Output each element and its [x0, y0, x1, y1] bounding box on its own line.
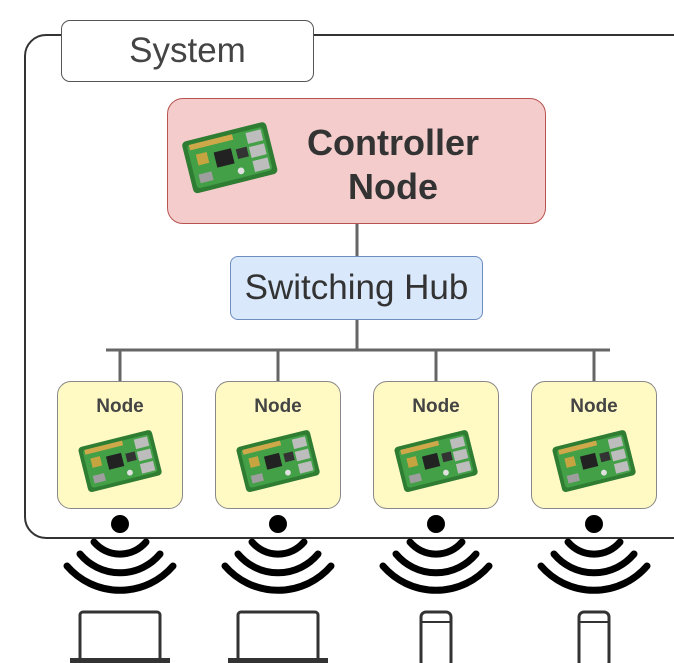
- worker-node-1: Node: [57, 381, 183, 509]
- system-label: System: [61, 20, 314, 82]
- laptop-icon: [70, 610, 170, 663]
- controller-title-line1: Controller: [306, 122, 479, 163]
- worker-node-2: Node: [215, 381, 341, 509]
- node-label: Node: [412, 396, 460, 417]
- worker-node-4: Node: [531, 381, 657, 509]
- node-label: Node: [570, 396, 618, 417]
- switching-hub: Switching Hub: [230, 256, 483, 320]
- node-label: Node: [254, 396, 302, 417]
- phone-icon: [577, 610, 611, 663]
- wifi-icon: [383, 515, 489, 590]
- phone-icon: [419, 610, 453, 663]
- system-boundary: [24, 34, 674, 539]
- laptop-icon: [228, 610, 328, 663]
- controller-title: Controller Node: [278, 121, 508, 209]
- controller-title-line2: Node: [348, 166, 438, 207]
- wifi-icon: [541, 515, 647, 590]
- wifi-icon: [225, 515, 331, 590]
- wifi-icon: [67, 515, 173, 590]
- node-label: Node: [96, 396, 144, 417]
- worker-node-3: Node: [373, 381, 499, 509]
- controller-node: Controller Node: [167, 98, 546, 224]
